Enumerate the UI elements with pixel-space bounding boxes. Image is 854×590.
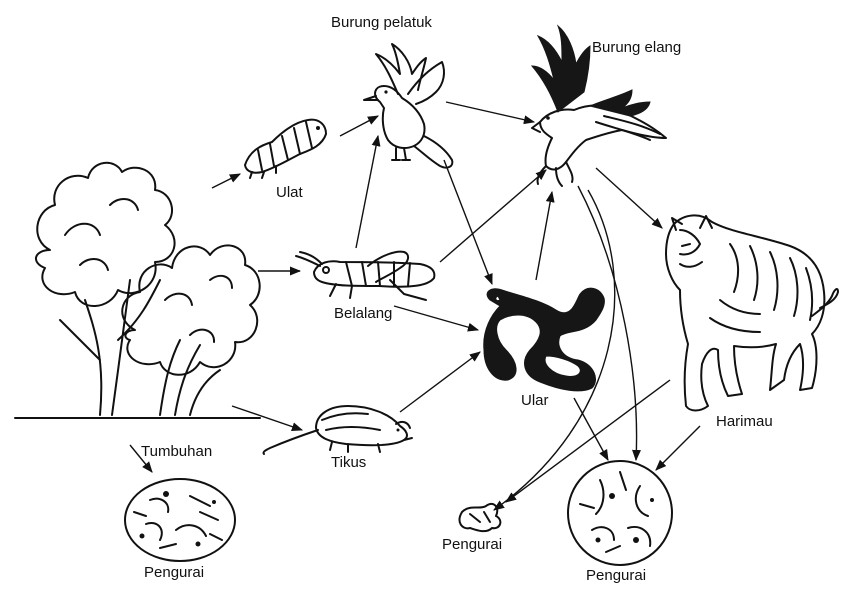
grasshopper-icon [296,252,434,300]
arrow-plants-to-caterpillar [212,174,240,188]
arrow-grasshopper-to-snake [394,306,478,330]
label-pengurai-left: Pengurai [144,565,204,580]
label-harimau: Harimau [716,414,773,429]
arrow-grasshopper-to-eagle [440,170,546,262]
label-tikus: Tikus [331,455,366,470]
label-pengurai-middle: Pengurai [442,537,502,552]
arrow-tiger-to-decomposer-right [656,426,700,470]
arrow-eagle-to-tiger [596,168,662,228]
arrow-woodpecker-to-eagle [446,102,534,122]
woodpecker-bird-icon [364,44,452,168]
decomposer-right-icon [568,461,672,565]
tree-and-bush-icon [15,163,260,418]
arrow-grasshopper-to-woodpecker [356,136,378,248]
label-ulat: Ulat [276,185,303,200]
arrow-woodpecker-to-snake [444,160,492,284]
food-chain-arrows [130,102,700,510]
snake-icon [484,288,605,391]
label-tumbuhan: Tumbuhan [141,444,212,459]
decomposer-middle-icon [460,504,501,531]
tiger-icon [666,215,838,410]
label-burung-elang: Burung elang [592,40,681,55]
arrow-rat-to-snake [400,352,480,412]
decomposer-left-icon [125,479,235,561]
label-belalang: Belalang [334,306,392,321]
arrow-caterpillar-to-woodpecker [340,116,378,136]
arrow-snake-to-eagle [536,192,552,280]
caterpillar-icon [245,120,326,178]
label-pengurai-right: Pengurai [586,568,646,583]
arrow-snake-to-decomposer-right [574,398,608,460]
label-ular: Ular [521,393,549,408]
rat-icon [263,406,412,454]
label-burung-pelatuk: Burung pelatuk [331,15,432,30]
